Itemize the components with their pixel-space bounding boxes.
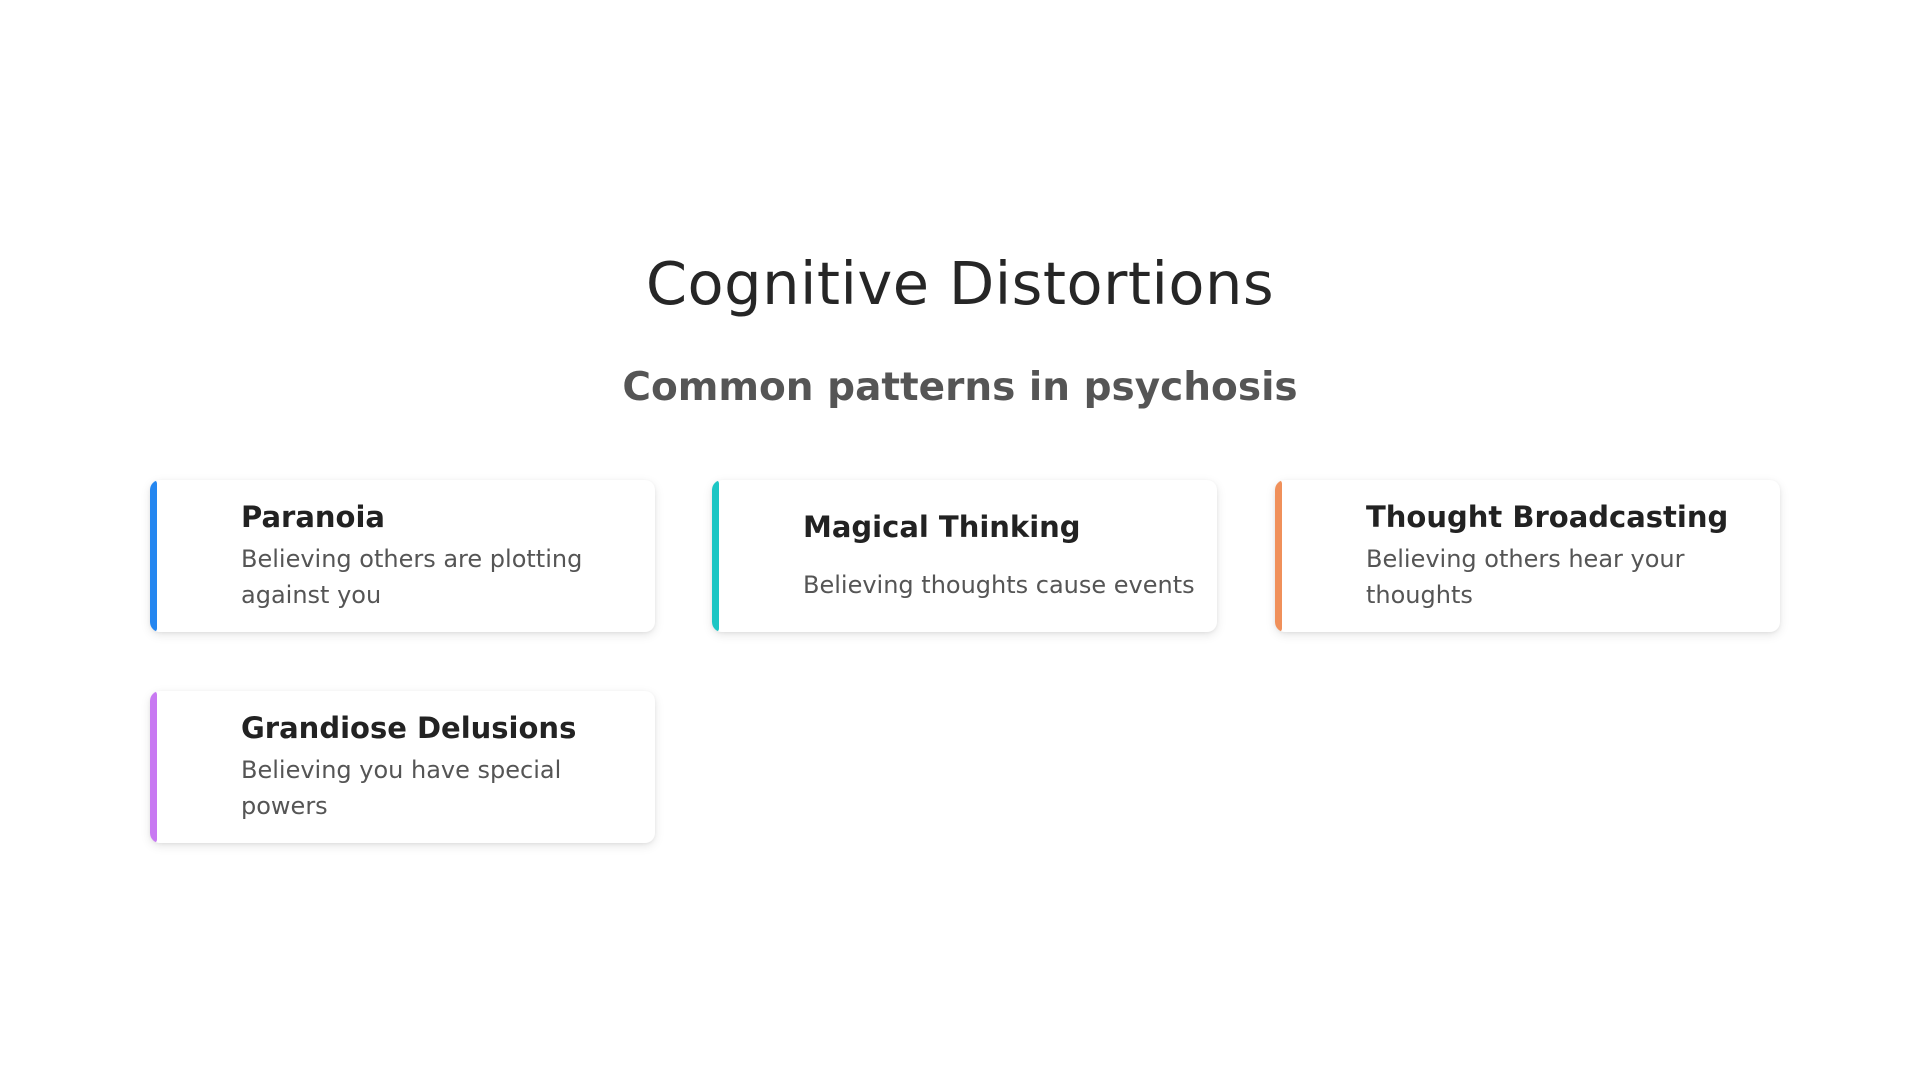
slide-subtitle: Common patterns in psychosis (622, 365, 1298, 410)
card-content: Magical Thinking Believing thoughts caus… (803, 480, 1199, 632)
card-paranoia: Paranoia Believing others are plotting a… (150, 480, 655, 632)
card-description: Believing you have special powers (241, 756, 562, 820)
card-title: Paranoia (241, 500, 385, 534)
card-magical-thinking: Magical Thinking Believing thoughts caus… (712, 480, 1217, 632)
card-thought-broadcasting: Thought Broadcasting Believing others he… (1275, 480, 1780, 632)
card-accent-bar (150, 480, 157, 632)
slide-title: Cognitive Distortions (645, 249, 1275, 318)
card-description: Believing others hear your thoughts (1366, 545, 1685, 609)
card-accent-bar (150, 691, 157, 843)
card-title: Thought Broadcasting (1366, 500, 1729, 534)
card-title: Magical Thinking (803, 510, 1081, 544)
card-content: Thought Broadcasting Believing others he… (1366, 480, 1762, 632)
card-content: Paranoia Believing others are plotting a… (241, 480, 637, 632)
card-description: Believing thoughts cause events (803, 571, 1195, 599)
card-description: Believing others are plotting against yo… (241, 545, 583, 609)
card-content: Grandiose Delusions Believing you have s… (241, 691, 637, 843)
card-accent-bar (1275, 480, 1282, 632)
card-grandiose-delusions: Grandiose Delusions Believing you have s… (150, 691, 655, 843)
card-title: Grandiose Delusions (241, 711, 577, 745)
card-accent-bar (712, 480, 719, 632)
